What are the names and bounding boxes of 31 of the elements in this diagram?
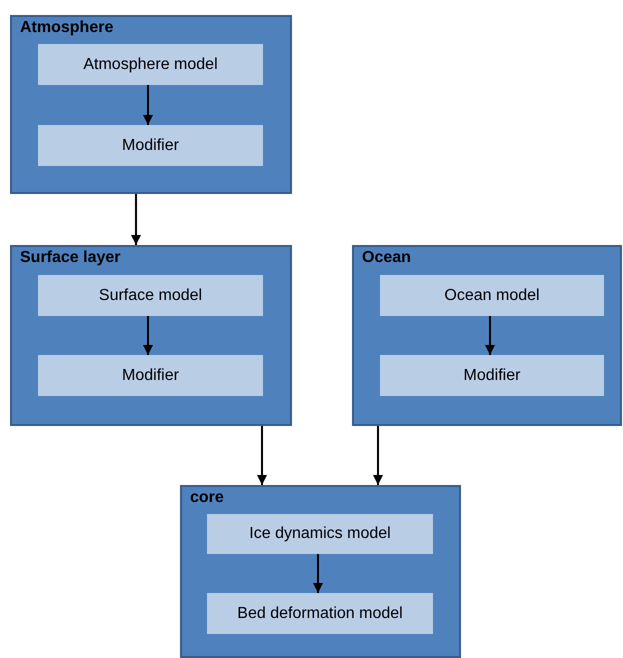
process-box <box>38 355 263 396</box>
box-label: Ocean model <box>444 286 540 304</box>
process-box <box>380 355 604 396</box>
process-box <box>380 275 604 316</box>
group-panel <box>352 245 622 426</box>
arrow <box>485 316 495 355</box>
box-label: Surface model <box>98 286 202 304</box>
box-label: Modifier <box>122 366 179 384</box>
box-label: Ice dynamics model <box>249 525 391 543</box>
group-panel <box>10 245 292 426</box>
arrow <box>131 194 141 245</box>
group-panel <box>10 15 292 194</box>
group-title: Surface layer <box>20 249 121 267</box>
group-title: Atmosphere <box>20 19 114 37</box>
box-label: Atmosphere model <box>83 56 218 74</box>
box-label: Modifier <box>464 366 520 384</box>
box-label: Bed deformation model <box>237 604 403 622</box>
arrow <box>143 85 153 125</box>
process-box <box>207 514 433 554</box>
process-box <box>38 275 263 316</box>
process-box <box>207 593 433 634</box>
group-panel <box>180 485 461 658</box>
group-title: Ocean <box>362 249 411 267</box>
arrow <box>313 554 323 593</box>
arrow <box>373 426 383 485</box>
arrow <box>257 426 267 485</box>
box-label: Modifier <box>122 136 179 154</box>
process-box <box>38 125 263 166</box>
group-title: core <box>190 489 224 507</box>
arrow <box>143 316 153 355</box>
process-box <box>38 44 263 85</box>
